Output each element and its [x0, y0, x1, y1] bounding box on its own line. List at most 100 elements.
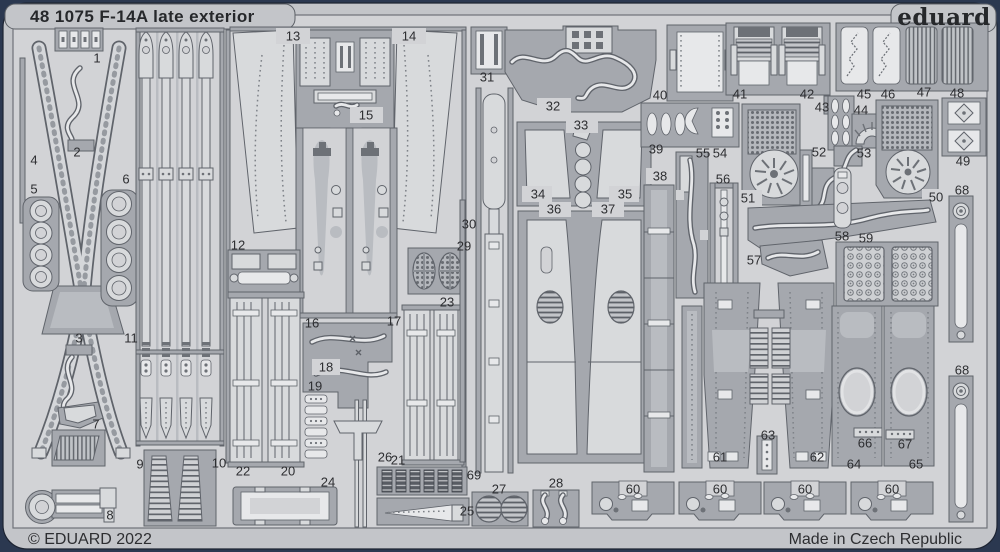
part-1-clips	[54, 27, 104, 52]
part-16-17-columns	[295, 127, 398, 319]
part-label-44: 44	[854, 103, 868, 118]
part-33-34-35-cluster	[516, 117, 652, 209]
part-49-diamonds	[941, 97, 987, 157]
part-label-32: 32	[546, 99, 560, 114]
part-label-69: 69	[467, 468, 481, 483]
part-24-tray	[232, 486, 338, 526]
part-28-tubes	[532, 489, 580, 528]
part-label-10: 10	[212, 456, 226, 471]
part-18-plate	[302, 322, 393, 409]
part-label-59: 59	[859, 231, 873, 246]
part-68-strips	[948, 195, 974, 523]
part-label-39: 39	[649, 142, 663, 157]
part-label-60: 60	[713, 482, 727, 497]
part-60-brackets	[591, 480, 934, 521]
part-56	[709, 182, 739, 296]
part-label-18: 18	[319, 360, 333, 375]
copyright-text: © EDUARD 2022	[28, 531, 152, 548]
part-5-rings	[22, 196, 60, 292]
part-label-40: 40	[653, 88, 667, 103]
part-39-54-55-cluster	[640, 102, 740, 148]
part-label-41: 41	[733, 87, 747, 102]
part-23-columns	[401, 199, 466, 466]
part-label-17: 17	[387, 314, 401, 329]
part-40	[666, 24, 734, 102]
part-label-2: 2	[73, 145, 80, 160]
part-label-19: 19	[308, 379, 322, 394]
part-59-waffles	[835, 241, 939, 307]
part-label-64: 64	[847, 457, 861, 472]
part-label-15: 15	[359, 108, 373, 123]
part-label-12: 12	[231, 238, 245, 253]
part-label-13: 13	[286, 29, 300, 44]
part-label-6: 6	[122, 172, 129, 187]
part-12-cluster	[227, 249, 301, 295]
part-label-22: 22	[236, 464, 250, 479]
part-32-tube-plate	[504, 25, 657, 114]
part-label-43: 43	[815, 100, 829, 115]
part-label-5: 5	[30, 182, 37, 197]
part-41-42-seats	[725, 22, 831, 96]
part-label-21: 21	[391, 453, 405, 468]
part-label-33: 33	[574, 118, 588, 133]
part-label-49: 49	[956, 154, 970, 169]
sheet-title: 48 1075 F-14A late exterior	[30, 7, 255, 26]
part-label-54: 54	[713, 146, 727, 161]
part-6-rings	[100, 189, 139, 307]
part-label-56: 56	[716, 172, 730, 187]
part-label-30: 30	[462, 217, 476, 232]
part-label-50: 50	[929, 190, 943, 205]
part-19-ladder	[304, 394, 328, 459]
part-63	[756, 435, 778, 475]
part-label-8: 8	[106, 508, 113, 523]
part-label-35: 35	[618, 187, 632, 202]
part-50-fan	[875, 99, 950, 205]
part-label-65: 65	[909, 457, 923, 472]
part-label-48: 48	[950, 86, 964, 101]
part-label-58: 58	[835, 229, 849, 244]
part-label-3: 3	[75, 331, 82, 346]
part-label-51: 51	[741, 191, 755, 206]
part-label-57: 57	[747, 253, 761, 268]
part-69-comb	[376, 466, 468, 496]
part-label-31: 31	[480, 70, 494, 85]
label-notch-38	[646, 168, 674, 184]
part-label-29: 29	[457, 239, 471, 254]
part-21-26-trident	[333, 399, 383, 528]
part-11-missiles	[135, 27, 225, 447]
eduard-logo: eduard	[897, 4, 991, 31]
part-8-key	[25, 487, 117, 524]
part-label-9: 9	[136, 457, 143, 472]
part-label-68: 68	[955, 183, 969, 198]
part-label-16: 16	[305, 316, 319, 331]
part-51-fan	[736, 103, 807, 206]
part-label-4: 4	[30, 153, 37, 168]
part-label-68: 68	[955, 363, 969, 378]
part-label-20: 20	[281, 464, 295, 479]
part-9-10-grilles	[143, 449, 217, 527]
part-label-38: 38	[653, 169, 667, 184]
part-label-47: 47	[917, 85, 931, 100]
part-label-14: 14	[402, 29, 416, 44]
part-label-62: 62	[810, 450, 824, 465]
part-label-46: 46	[881, 87, 895, 102]
part-label-61: 61	[713, 450, 727, 465]
part-7-hatch	[51, 401, 106, 467]
part-label-67: 67	[898, 437, 912, 452]
part-label-11: 11	[124, 331, 138, 346]
part-15-center-cluster	[276, 28, 426, 144]
part-label-60: 60	[626, 482, 640, 497]
part-label-60: 60	[885, 482, 899, 497]
part-38-spine	[643, 151, 709, 473]
part-36-37-panels	[517, 202, 651, 464]
part-29-ovals	[407, 247, 467, 295]
part-label-63: 63	[761, 428, 775, 443]
part-label-55: 55	[696, 146, 710, 161]
part-label-25: 25	[460, 504, 474, 519]
made-in-text: Made in Czech Republic	[789, 531, 962, 548]
part-label-23: 23	[440, 295, 454, 310]
part-30-ruler	[475, 87, 514, 474]
